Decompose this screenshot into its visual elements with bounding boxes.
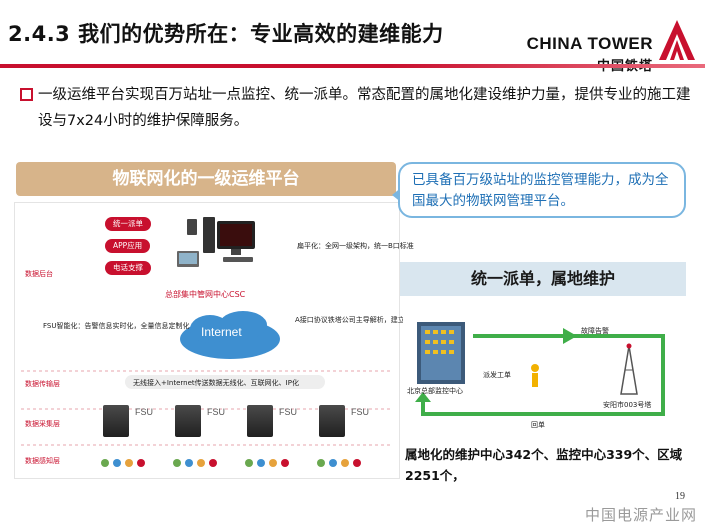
- csc-label: 总部集中管网中心CSC: [165, 290, 246, 299]
- dispatch-flow-graphic: [415, 322, 665, 416]
- a-interface-label: A接口协议铁塔公司主导解析，建立自有统一协议库: [295, 316, 454, 324]
- dispatch-order-label: 派发工单: [483, 371, 511, 379]
- layer-label-backend: 数据后台: [25, 270, 53, 278]
- fsu-label-2: FSU: [207, 407, 225, 417]
- sensor-icons-row: [101, 459, 361, 467]
- callout-tail: [392, 187, 402, 203]
- bullet-square-icon: [20, 88, 33, 101]
- alarm-label: 故障告警: [581, 327, 609, 335]
- platform-panel-title: 物联网化的一级运维平台: [16, 162, 396, 196]
- fsu-label-1: FSU: [135, 407, 153, 417]
- layer-label-collection: 数据采集层: [25, 420, 60, 428]
- callout-bubble: 已具备百万级站址的监控管理能力，成为全国最大的物联网管理平台。: [398, 162, 686, 218]
- fsu-device-3: [247, 405, 273, 437]
- layer-label-sensing: 数据感知层: [25, 457, 60, 465]
- watermark: 中国电源产业网: [584, 506, 697, 524]
- china-tower-logo-icon: [659, 20, 695, 60]
- page-number: 19: [675, 491, 685, 502]
- return-order-label: 回单: [531, 421, 545, 429]
- header-divider: [0, 64, 705, 68]
- internet-cloud-icon: [180, 311, 280, 359]
- internet-label: Internet: [201, 325, 242, 339]
- dispatch-diagram: 故障告警 北京总部监控中心 派发工单 安阳市003号塔 回单: [403, 302, 686, 440]
- fsu-device-4: [319, 405, 345, 437]
- layer-label-transport: 数据传输层: [25, 380, 60, 388]
- fsu-label-3: FSU: [279, 407, 297, 417]
- layer-separators: [21, 370, 393, 446]
- transport-label: 无线接入+Internet传送数据无线化、互联网化、IP化: [133, 379, 299, 387]
- computer-workstation-icon: [177, 217, 255, 267]
- maintenance-stats: 属地化的维护中心342个、监控中心339个、区域2251个，: [405, 447, 683, 483]
- dispatch-panel-title: 统一派单，属地维护: [400, 262, 686, 296]
- app-pill-dispatch: 统一派单: [105, 217, 151, 231]
- company-logo-text: CHINA TOWER 中国铁塔: [527, 34, 653, 74]
- fsu-device-2: [175, 405, 201, 437]
- fsu-smart-label: FSU智能化：告警信息实时化，全量信息定制化: [43, 322, 190, 330]
- page-title: 2.4.3 我们的优势所在：专业高效的建维能力: [8, 22, 444, 46]
- flat-architecture-label: 扁平化：全网一级架构，统一B口标准: [297, 242, 414, 250]
- transport-bar: [125, 375, 325, 389]
- app-pill-app: APP应用: [105, 239, 151, 253]
- fsu-label-4: FSU: [351, 407, 369, 417]
- logo-english: CHINA TOWER: [526, 34, 653, 53]
- fsu-device-1: [103, 405, 129, 437]
- platform-architecture-diagram: 数据后台 数据传输层 数据采集层 数据感知层 统一派单 APP应用 电话支撑 扁…: [14, 202, 454, 479]
- app-pill-phone: 电话支撑: [105, 261, 151, 275]
- site-label: 安阳市003号塔: [603, 401, 652, 409]
- monitor-center-label: 北京总部监控中心: [407, 387, 463, 395]
- bullet-paragraph: 一级运维平台实现百万站址一点监控、统一派单。常态配置的属地化建设维护力量，提供专…: [38, 87, 691, 129]
